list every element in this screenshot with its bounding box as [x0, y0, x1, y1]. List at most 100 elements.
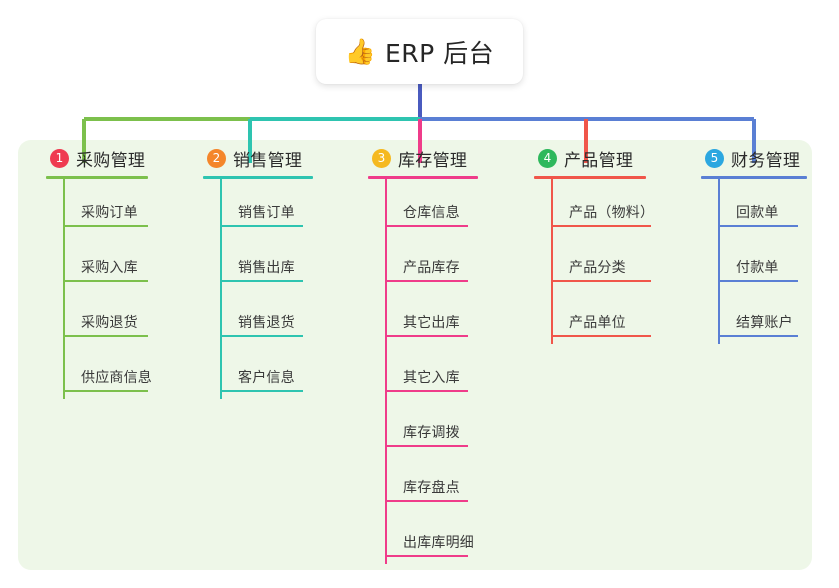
branch-spine-4: [551, 179, 553, 344]
branch-item-label: 采购入库: [81, 260, 138, 276]
root-node[interactable]: 👍 ERP 后台: [316, 19, 523, 84]
branch-item[interactable]: 付款单: [701, 234, 807, 289]
branch-item-underline: [718, 225, 798, 227]
branch-item-underline: [220, 280, 303, 282]
branch-item-label: 产品单位: [569, 315, 626, 331]
branch-item[interactable]: 采购订单: [46, 179, 148, 234]
branch-badge-5: 5: [705, 148, 724, 168]
branch-item-underline: [385, 555, 468, 557]
branch-item-underline: [385, 225, 468, 227]
branch-item-label: 结算账户: [736, 315, 793, 331]
branch-item[interactable]: 产品（物料）: [534, 179, 654, 234]
branch-item-label: 采购订单: [81, 205, 138, 221]
branch-item-underline: [718, 280, 798, 282]
branch-item[interactable]: 仓库信息: [368, 179, 478, 234]
branch-item[interactable]: 采购退货: [46, 289, 148, 344]
branch-badge-4: 4: [538, 148, 557, 168]
branch-item-label: 出库库明细: [403, 535, 474, 551]
branch-spine-3: [385, 179, 387, 564]
branch-item[interactable]: 库存盘点: [368, 454, 478, 509]
diagram-background-panel: [18, 140, 812, 570]
branch-item-underline: [63, 335, 148, 337]
thumbs-up-icon: 👍: [344, 37, 376, 66]
branch-item[interactable]: 供应商信息: [46, 344, 152, 399]
branch-item-underline: [63, 225, 148, 227]
branch-item-label: 回款单: [736, 205, 779, 221]
branch-item-underline: [220, 390, 303, 392]
branch-column-3: 3 库存管理仓库信息产品库存其它出库其它入库库存调拨库存盘点出库库明细: [368, 146, 478, 564]
branch-item-label: 库存调拨: [403, 425, 460, 441]
branch-header-1[interactable]: 1 采购管理: [46, 146, 148, 171]
branch-item-underline: [551, 225, 651, 227]
branch-item-label: 仓库信息: [403, 205, 460, 221]
branch-item-label: 销售订单: [238, 205, 295, 221]
branch-title-1: 采购管理: [76, 150, 146, 171]
branch-item-label: 客户信息: [238, 370, 295, 386]
branch-item[interactable]: 库存调拨: [368, 399, 478, 454]
branch-item[interactable]: 其它出库: [368, 289, 478, 344]
branch-item[interactable]: 结算账户: [701, 289, 807, 344]
branch-item[interactable]: 销售退货: [203, 289, 313, 344]
branch-item-label: 销售出库: [238, 260, 295, 276]
branch-item[interactable]: 产品库存: [368, 234, 478, 289]
branch-item-label: 库存盘点: [403, 480, 460, 496]
branch-item-underline: [385, 280, 468, 282]
branch-item[interactable]: 回款单: [701, 179, 807, 234]
branch-item-label: 其它出库: [403, 315, 460, 331]
branch-item-label: 产品（物料）: [569, 205, 655, 221]
branch-column-4: 4 产品管理产品（物料） 产品分类产品单位: [534, 146, 654, 344]
branch-children-4: 产品（物料） 产品分类产品单位: [534, 179, 654, 344]
branch-spine-2: [220, 179, 222, 399]
branch-item-label: 产品库存: [403, 260, 460, 276]
branch-underline-5: [701, 176, 807, 179]
branch-item-underline: [385, 335, 468, 337]
branch-item-label: 付款单: [736, 260, 779, 276]
branch-children-5: 回款单付款单结算账户: [701, 179, 807, 344]
branch-spine-5: [718, 179, 720, 344]
branch-badge-3: 3: [372, 148, 391, 168]
branch-header-2[interactable]: 2 销售管理: [203, 146, 313, 171]
branch-title-5: 财务管理: [731, 150, 801, 171]
branch-underline-2: [203, 176, 313, 179]
branch-item-label: 其它入库: [403, 370, 460, 386]
branch-underline-1: [46, 176, 148, 179]
branch-header-3[interactable]: 3 库存管理: [368, 146, 478, 171]
branch-item[interactable]: 产品分类: [534, 234, 651, 289]
branch-column-5: 5 财务管理回款单付款单结算账户: [701, 146, 807, 344]
root-node-label: ERP 后台: [384, 38, 495, 68]
branch-item[interactable]: 销售出库: [203, 234, 313, 289]
branch-title-2: 销售管理: [233, 150, 303, 171]
branch-item-underline: [551, 335, 651, 337]
branch-item[interactable]: 产品单位: [534, 289, 651, 344]
branch-item[interactable]: 其它入库: [368, 344, 478, 399]
branch-children-1: 采购订单采购入库采购退货供应商信息: [46, 179, 152, 399]
branch-item[interactable]: 出库库明细: [368, 509, 478, 564]
branch-item[interactable]: 客户信息: [203, 344, 313, 399]
branch-header-5[interactable]: 5 财务管理: [701, 146, 807, 171]
branch-item-underline: [220, 225, 303, 227]
branch-item-label: 供应商信息: [81, 370, 152, 386]
branch-header-4[interactable]: 4 产品管理: [534, 146, 646, 171]
branch-item[interactable]: 采购入库: [46, 234, 148, 289]
branch-item-underline: [385, 500, 468, 502]
branch-title-4: 产品管理: [564, 150, 634, 171]
branch-item-underline: [718, 335, 798, 337]
branch-badge-2: 2: [207, 148, 226, 168]
branch-underline-4: [534, 176, 646, 179]
branch-item-underline: [551, 280, 651, 282]
branch-item-underline: [63, 280, 148, 282]
branch-item-label: 产品分类: [569, 260, 626, 276]
branch-column-2: 2 销售管理销售订单销售出库销售退货客户信息: [203, 146, 313, 399]
branch-item-label: 采购退货: [81, 315, 138, 331]
branch-underline-3: [368, 176, 478, 179]
branch-item-underline: [385, 390, 468, 392]
branch-item-underline: [385, 445, 468, 447]
branch-title-3: 库存管理: [398, 150, 468, 171]
branch-column-1: 1 采购管理采购订单采购入库采购退货供应商信息: [46, 146, 152, 399]
branch-item[interactable]: 销售订单: [203, 179, 313, 234]
branch-spine-1: [63, 179, 65, 399]
branch-item-underline: [63, 390, 148, 392]
branch-item-underline: [220, 335, 303, 337]
branch-badge-1: 1: [50, 148, 69, 168]
